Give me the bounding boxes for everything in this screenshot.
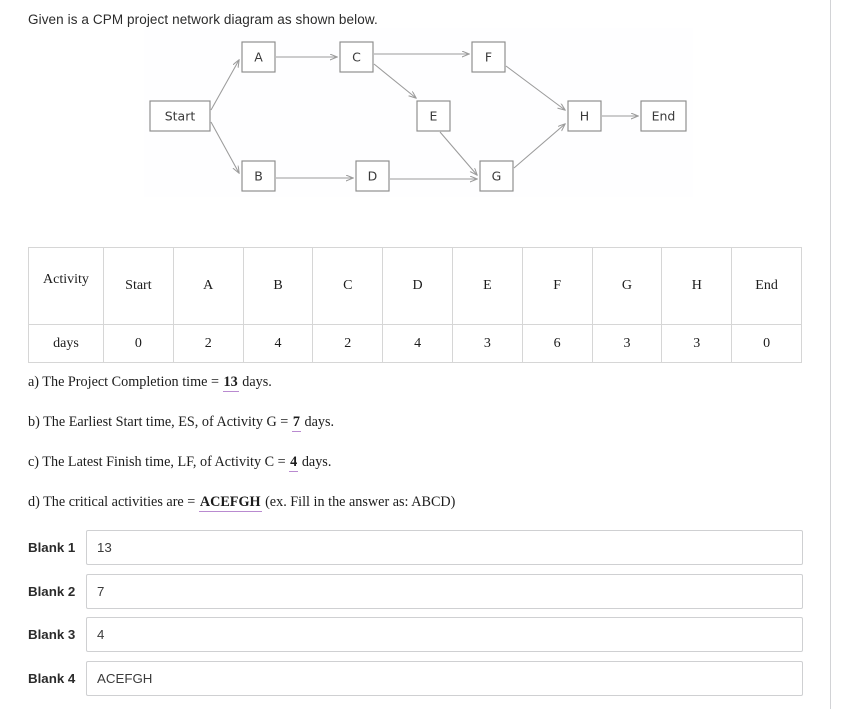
answer-c-suffix: days.	[298, 454, 332, 470]
answer-d-value: ACEFGH	[198, 494, 262, 512]
node-a-box	[241, 41, 276, 73]
table-cell-days-f: 6	[521, 324, 593, 363]
answer-statements: a) The Project Completion time = 13 days…	[28, 374, 808, 534]
answer-line-a: a) The Project Completion time = 13 days…	[28, 374, 808, 414]
node-g-label: G	[492, 169, 502, 184]
table-header-c: C	[312, 247, 384, 325]
blank-3-label: Blank 3	[28, 627, 76, 643]
edge-c-e	[373, 63, 416, 98]
table-cell-days-h: 3	[661, 324, 733, 363]
table-cell-days-a: 2	[172, 324, 244, 363]
activity-days-table: Activity Start A B C D E F G H End days …	[28, 247, 802, 363]
node-c-box	[339, 41, 374, 73]
node-end: End	[640, 100, 687, 132]
blank-1-label: Blank 1	[28, 540, 76, 556]
table-header-f: F	[521, 247, 593, 325]
edge-start-b	[210, 121, 239, 173]
node-g-box	[479, 160, 514, 192]
blank-4-label: Blank 4	[28, 670, 76, 686]
node-h: H	[567, 100, 602, 132]
node-d-label: D	[368, 169, 378, 184]
page-divider	[830, 0, 831, 709]
blank-fields: Blank 1 Blank 2 Blank 3 Blank 4	[28, 526, 803, 700]
blank-2-label: Blank 2	[28, 583, 76, 599]
answer-b-suffix: days.	[300, 414, 335, 430]
node-c: C	[339, 41, 374, 73]
blank-row-4: Blank 4	[28, 657, 803, 701]
table-header-b: B	[242, 247, 314, 325]
node-b: B	[241, 160, 276, 192]
node-start: Start	[149, 100, 211, 132]
table-cell-days-e: 3	[451, 324, 523, 363]
blank-4-input[interactable]	[86, 660, 803, 696]
table-cell-days-c: 2	[312, 324, 384, 363]
table-cell-days-start: 0	[103, 324, 174, 363]
blank-row-2: Blank 2	[28, 570, 803, 614]
answer-line-d: d) The critical activities are = ACEFGH …	[28, 494, 808, 534]
answer-b-prefix: b) The Earliest Start time, ES, of Activ…	[28, 414, 292, 430]
edge-start-a	[210, 60, 239, 111]
node-f-label: F	[485, 50, 492, 65]
blank-1-input[interactable]	[86, 530, 803, 566]
edge-e-g	[439, 131, 477, 175]
node-end-box	[640, 100, 687, 132]
node-a: A	[241, 41, 276, 73]
node-start-box	[149, 100, 211, 132]
node-d-box	[355, 160, 390, 192]
diagram-svg: Start A B C D E F G	[149, 41, 687, 192]
node-e-label: E	[430, 109, 438, 124]
cpm-network-diagram: Start A B C D E F G	[144, 28, 693, 197]
table-row-activity: Activity Start A B C D E F G H End	[28, 247, 802, 325]
answer-d-suffix: (ex. Fill in the answer as: ABCD)	[261, 494, 456, 510]
edge-f-h	[505, 65, 565, 110]
blank-row-3: Blank 3	[28, 613, 803, 657]
table-header-end: End	[731, 247, 802, 325]
table-header-g: G	[591, 247, 663, 325]
answer-d-prefix: d) The critical activities are =	[28, 494, 199, 510]
blank-3-input[interactable]	[86, 617, 803, 653]
blank-row-1: Blank 1	[28, 526, 803, 570]
table-header-h: H	[661, 247, 733, 325]
table-cell-days-end: 0	[731, 324, 802, 363]
answer-c-prefix: c) The Latest Finish time, LF, of Activi…	[28, 454, 290, 470]
node-b-box	[241, 160, 276, 192]
node-c-label: C	[352, 50, 361, 65]
node-start-label: Start	[165, 109, 196, 124]
node-f-box	[471, 41, 506, 73]
node-g: G	[479, 160, 514, 192]
node-end-label: End	[652, 109, 676, 124]
blank-2-input[interactable]	[86, 573, 803, 609]
answer-line-c: c) The Latest Finish time, LF, of Activi…	[28, 454, 808, 494]
table-header-a: A	[172, 247, 244, 325]
answer-a-value: 13	[222, 374, 239, 392]
node-d: D	[355, 160, 390, 192]
node-e: E	[416, 100, 451, 132]
diagram-edges	[210, 54, 638, 179]
answer-a-prefix: a) The Project Completion time =	[28, 374, 223, 390]
answer-b-value: 7	[291, 414, 301, 432]
table-row-label-days: days	[28, 324, 104, 363]
answer-a-suffix: days.	[238, 374, 272, 390]
node-a-label: A	[254, 50, 263, 65]
table-cell-days-b: 4	[242, 324, 314, 363]
answer-line-b: b) The Earliest Start time, ES, of Activ…	[28, 414, 808, 454]
table-header-e: E	[451, 247, 523, 325]
table-header-d: D	[382, 247, 453, 325]
node-f: F	[471, 41, 506, 73]
node-e-box	[416, 100, 451, 132]
node-h-label: H	[580, 109, 589, 124]
node-h-box	[567, 100, 602, 132]
question-prompt: Given is a CPM project network diagram a…	[28, 12, 378, 27]
table-cell-days-g: 3	[591, 324, 663, 363]
answer-c-value: 4	[289, 454, 299, 472]
table-row-days: days 0 2 4 2 4 3 6 3 3 0	[28, 324, 802, 363]
table-row-label-activity: Activity	[28, 247, 104, 325]
node-b-label: B	[254, 169, 263, 184]
edge-g-h	[513, 124, 565, 169]
table-header-start: Start	[103, 247, 174, 325]
table-cell-days-d: 4	[382, 324, 453, 363]
